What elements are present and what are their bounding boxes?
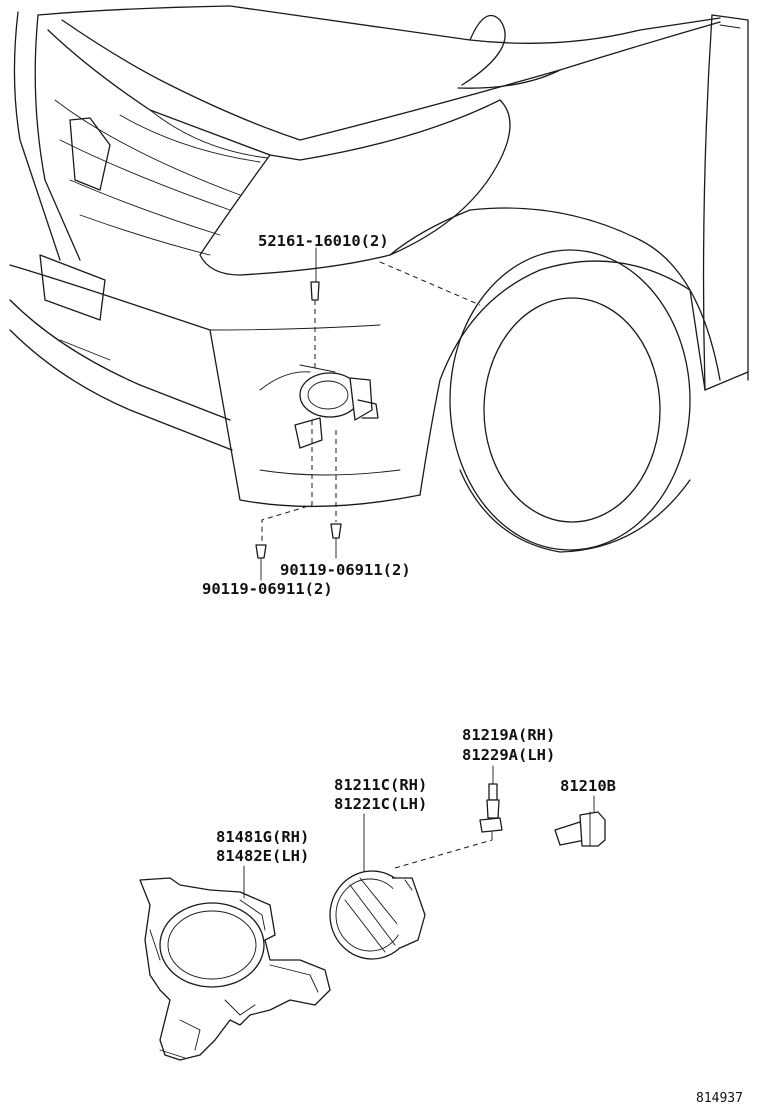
label-fog-lamp-rh: 81211C(RH) [334, 776, 427, 794]
car-front-illustration [9, 5, 749, 581]
label-screw-top: 52161-16010(2) [258, 232, 389, 250]
part-labels: 52161-16010(2) 90119-06911(2) 90119-0691… [202, 232, 743, 1106]
fog-lamp-part-illustration [329, 813, 493, 960]
label-screw-left: 90119-06911(2) [202, 580, 333, 598]
label-screw-right: 90119-06911(2) [280, 561, 411, 579]
bulb-socket-part-illustration [479, 765, 503, 841]
label-bracket-rh: 81481G(RH) [216, 828, 309, 846]
label-fog-lamp-lh: 81221C(LH) [334, 795, 427, 813]
diagram-reference-number: 814937 [696, 1091, 743, 1106]
bulb-part-illustration [554, 795, 606, 847]
label-bulb-socket-lh: 81229A(LH) [462, 746, 555, 764]
bracket-part-illustration [139, 865, 331, 1061]
label-bulb-socket-rh: 81219A(RH) [462, 726, 555, 744]
label-bracket-lh: 81482E(LH) [216, 847, 309, 865]
label-bulb: 81210B [560, 777, 616, 795]
